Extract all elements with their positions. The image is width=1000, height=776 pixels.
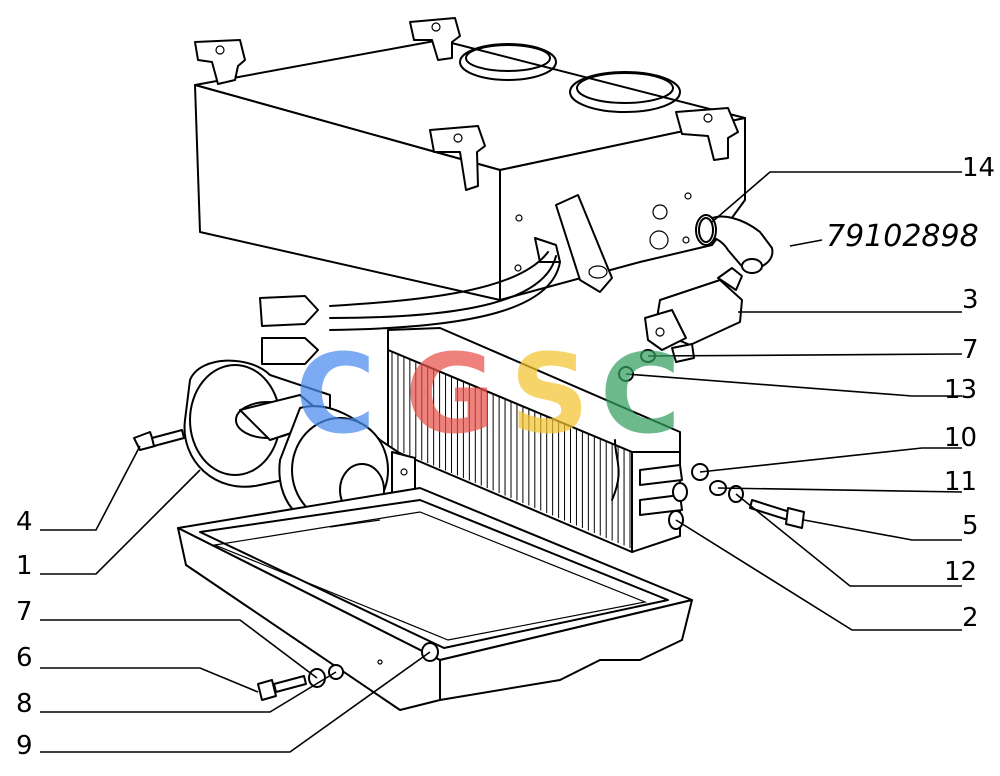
lower-tray (177, 487, 693, 711)
callout-12: 12 (944, 557, 977, 587)
radiator-fins (391, 352, 631, 548)
small-hardware (133, 217, 805, 701)
heater-housing (194, 17, 746, 301)
wiring-harness (259, 251, 561, 365)
callout-6: 6 (16, 643, 33, 673)
callout-4: 4 (16, 507, 33, 537)
blower-motor (183, 359, 416, 541)
callout-3: 3 (962, 285, 979, 315)
callout-8: 8 (16, 689, 33, 719)
watermark-letter: S (510, 330, 589, 458)
callout-7-upper: 7 (962, 335, 979, 365)
watermark-letter: G (405, 330, 495, 458)
callout-1: 1 (16, 551, 33, 581)
callout-10: 10 (944, 423, 977, 453)
callout-5: 5 (962, 511, 979, 541)
leader-lines (40, 171, 963, 753)
heater-core (387, 327, 688, 553)
watermark: C G S C (295, 330, 681, 458)
water-valve (644, 267, 743, 363)
watermark-letter: C (600, 330, 681, 458)
callout-2: 2 (962, 603, 979, 633)
callout-11: 11 (944, 467, 977, 497)
watermark-letter: C (295, 330, 376, 458)
callout-numbers: 14 3 7 13 10 11 5 12 2 4 1 7 6 8 9 (16, 153, 995, 761)
callout-7-lower: 7 (16, 597, 33, 627)
callout-14: 14 (962, 153, 995, 183)
handwritten-part-code: 79102898 (826, 219, 979, 254)
callout-13: 13 (944, 375, 977, 405)
callout-9: 9 (16, 731, 33, 761)
